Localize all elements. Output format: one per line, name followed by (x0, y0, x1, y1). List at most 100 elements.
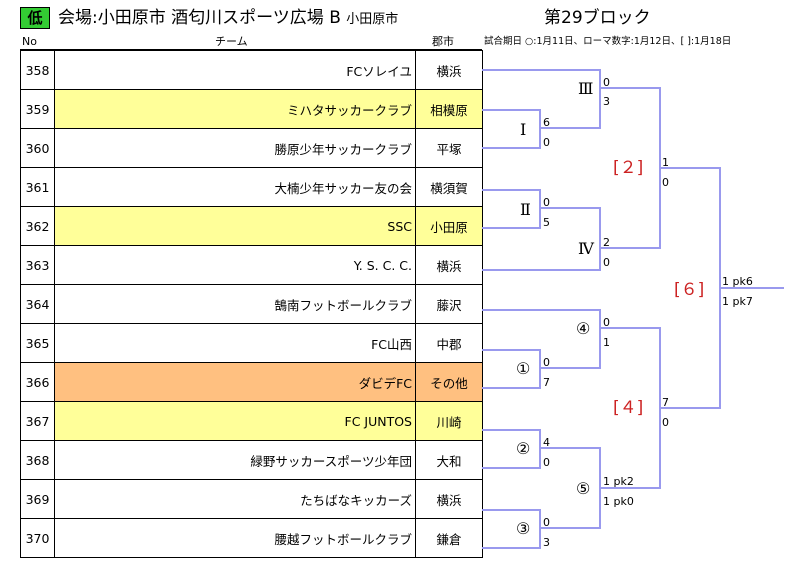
schedule-note: 試合期日 ○:1月11日、ローマ数字:1月12日、[ ]:1月18日 (484, 36, 732, 47)
match-label-II: Ⅱ (520, 200, 531, 219)
column-no: No (22, 35, 37, 48)
bracket-line (482, 429, 541, 469)
score-c4-2: 1 (603, 336, 610, 349)
score-r2-2: 0 (662, 176, 669, 189)
score-IV-2: 0 (603, 256, 610, 269)
score-c4-1: 0 (603, 316, 610, 329)
score-r6-2: 1 pk7 (722, 295, 753, 308)
team-number: 364 (20, 284, 55, 324)
score-c1-2: 7 (543, 376, 550, 389)
team-number: 361 (20, 167, 55, 207)
team-city: 小田原 (415, 206, 483, 246)
bracket-line (600, 87, 661, 168)
team-city: 横浜 (415, 50, 483, 90)
match-label-c4: ④ (576, 319, 591, 338)
score-I-1: 6 (543, 116, 550, 129)
bracket-line (482, 349, 541, 389)
bracket-line (540, 98, 601, 129)
team-city: 藤沢 (415, 284, 483, 324)
team-name: FC山西 (54, 323, 416, 363)
bracket-lines (482, 69, 784, 549)
team-name: ダビデFC (54, 362, 416, 402)
match-label-c3: ③ (516, 519, 531, 538)
venue-title: 会場:小田原市 酒匂川スポーツ広場 B 小田原市 (58, 6, 398, 32)
bracket-line (540, 338, 601, 369)
score-c5-1: 1 pk2 (603, 475, 634, 488)
match-label-c2: ② (516, 439, 531, 458)
team-number: 366 (20, 362, 55, 402)
team-number: 369 (20, 479, 55, 519)
score-r2-1: 1 (662, 156, 669, 169)
score-II-1: 0 (543, 196, 550, 209)
bracket-line (482, 189, 541, 229)
venue-name: 会場:小田原市 酒匂川スポーツ広場 B (58, 8, 341, 28)
team-city: 大和 (415, 440, 483, 480)
team-city: 鎌倉 (415, 518, 483, 558)
team-number: 360 (20, 128, 55, 168)
bracket-line (600, 168, 661, 249)
bracket-line (540, 478, 601, 529)
score-II-2: 5 (543, 216, 550, 229)
match-label-III: Ⅲ (578, 79, 594, 98)
score-r6-1: 1 pk6 (722, 275, 753, 288)
column-team: チーム (215, 35, 248, 48)
score-c3-2: 3 (543, 536, 550, 549)
team-city: 川崎 (415, 401, 483, 441)
team-city: 中郡 (415, 323, 483, 363)
venue-city: 小田原市 (346, 12, 399, 27)
category-badge: 低 (20, 7, 50, 29)
team-name: 緑野サッカースポーツ少年団 (54, 440, 416, 480)
score-III-1: 0 (603, 76, 610, 89)
score-r4-2: 0 (662, 416, 669, 429)
team-number: 362 (20, 206, 55, 246)
match-label-r4: [４] (613, 398, 644, 418)
score-c5-2: 1 pk0 (603, 495, 634, 508)
match-label-r2: [２] (613, 158, 644, 178)
team-number: 358 (20, 50, 55, 90)
column-city: 郡市 (432, 35, 454, 48)
bracket-line (600, 408, 661, 489)
match-label-IV: Ⅳ (578, 239, 594, 258)
match-label-r6: [６] (674, 280, 705, 300)
team-name: 大楠少年サッカー友の会 (54, 167, 416, 207)
score-IV-1: 2 (603, 236, 610, 249)
team-name: たちばなキッカーズ (54, 479, 416, 519)
score-I-2: 0 (543, 136, 550, 149)
match-label-c5: ⑤ (576, 479, 591, 498)
team-name: 腰越フットボールクラブ (54, 518, 416, 558)
score-c2-2: 0 (543, 456, 550, 469)
team-name: FCソレイユ (54, 50, 416, 90)
header-divider (20, 49, 482, 50)
block-title: 第29ブロック (544, 8, 651, 28)
team-city: 横浜 (415, 245, 483, 285)
team-number: 368 (20, 440, 55, 480)
bracket-line (600, 327, 661, 408)
bracket-line (660, 288, 721, 409)
team-name: ミハタサッカークラブ (54, 89, 416, 129)
score-c1-1: 0 (543, 356, 550, 369)
score-c3-1: 0 (543, 516, 550, 529)
score-r4-1: 7 (662, 396, 669, 409)
team-city: 横浜 (415, 479, 483, 519)
score-III-2: 3 (603, 95, 610, 108)
team-name: Y. S. C. C. (54, 245, 416, 285)
team-city: 横須賀 (415, 167, 483, 207)
score-c2-1: 4 (543, 436, 550, 449)
bracket-line (540, 207, 601, 238)
match-label-I: Ⅰ (520, 120, 527, 139)
bracket-line (482, 509, 541, 549)
bracket-line (540, 447, 601, 478)
bracket-line (482, 109, 541, 149)
team-city: 相模原 (415, 89, 483, 129)
bracket-line (660, 167, 721, 288)
